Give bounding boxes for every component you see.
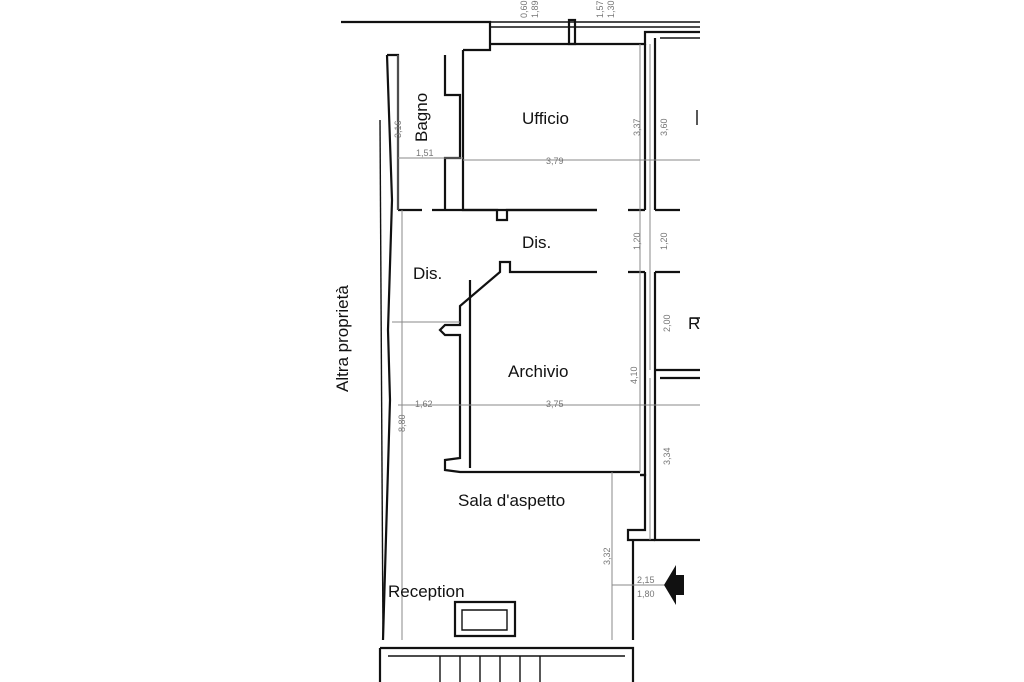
dim-archivio-left-w: 1,62 [415,399,433,409]
dim-top-a2: 1,89 [530,0,540,18]
neighbor-label: Altra proprietà [333,285,352,392]
dim-bagno-w: 1,51 [416,148,434,158]
room-label-dis-left: Dis. [413,264,442,283]
room-label-sala: Sala d'aspetto [458,491,565,510]
dim-entry-w1: 2,15 [637,575,655,585]
dim-corridor-h: 8,80 [397,414,407,432]
room-label-reception: Reception [388,582,465,601]
dim-right-lower-h: 3,34 [662,447,672,465]
room-label-partial-right: R [688,314,700,333]
dim-dis-h-left: 1,20 [632,232,642,250]
dim-archivio-w: 3,75 [546,399,564,409]
dimension-lines [392,44,700,640]
entrance-arrow-icon [664,565,684,605]
dim-right-mid-h: 2,00 [662,314,672,332]
dim-sala-h: 3,32 [602,547,612,565]
dim-entry-w2: 1,80 [637,589,655,599]
dim-top-b1: 1,57 [595,0,605,18]
dim-archivio-h: 4,10 [629,366,639,384]
dim-ufficio-h: 3,37 [632,118,642,136]
dim-top-a1: 0,60 [519,0,529,18]
dim-dis-h-right: 1,20 [659,232,669,250]
dim-top-b2: 1,30 [606,0,616,18]
walls [341,18,700,682]
dim-right-upper-h: 3,60 [659,118,669,136]
dim-ufficio-w: 3,79 [546,156,564,166]
room-label-ufficio: Ufficio [522,109,569,128]
room-label-dis-upper: Dis. [522,233,551,252]
room-label-archivio: Archivio [508,362,568,381]
dim-bagno-h: 3,16 [393,120,403,138]
room-label-bagno: Bagno [412,93,431,142]
